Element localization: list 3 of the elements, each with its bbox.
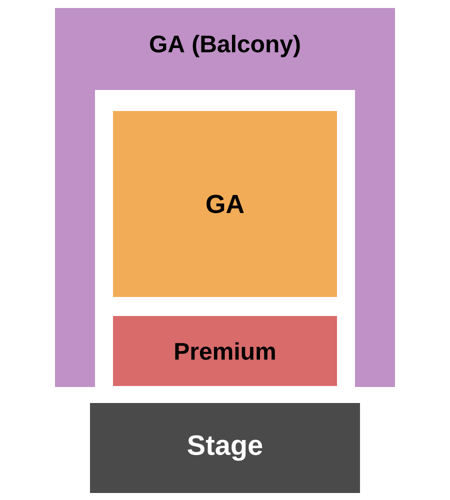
stage-block: Stage [90,403,360,493]
section-area: Premium [113,316,337,386]
section-area: GA [113,111,337,297]
